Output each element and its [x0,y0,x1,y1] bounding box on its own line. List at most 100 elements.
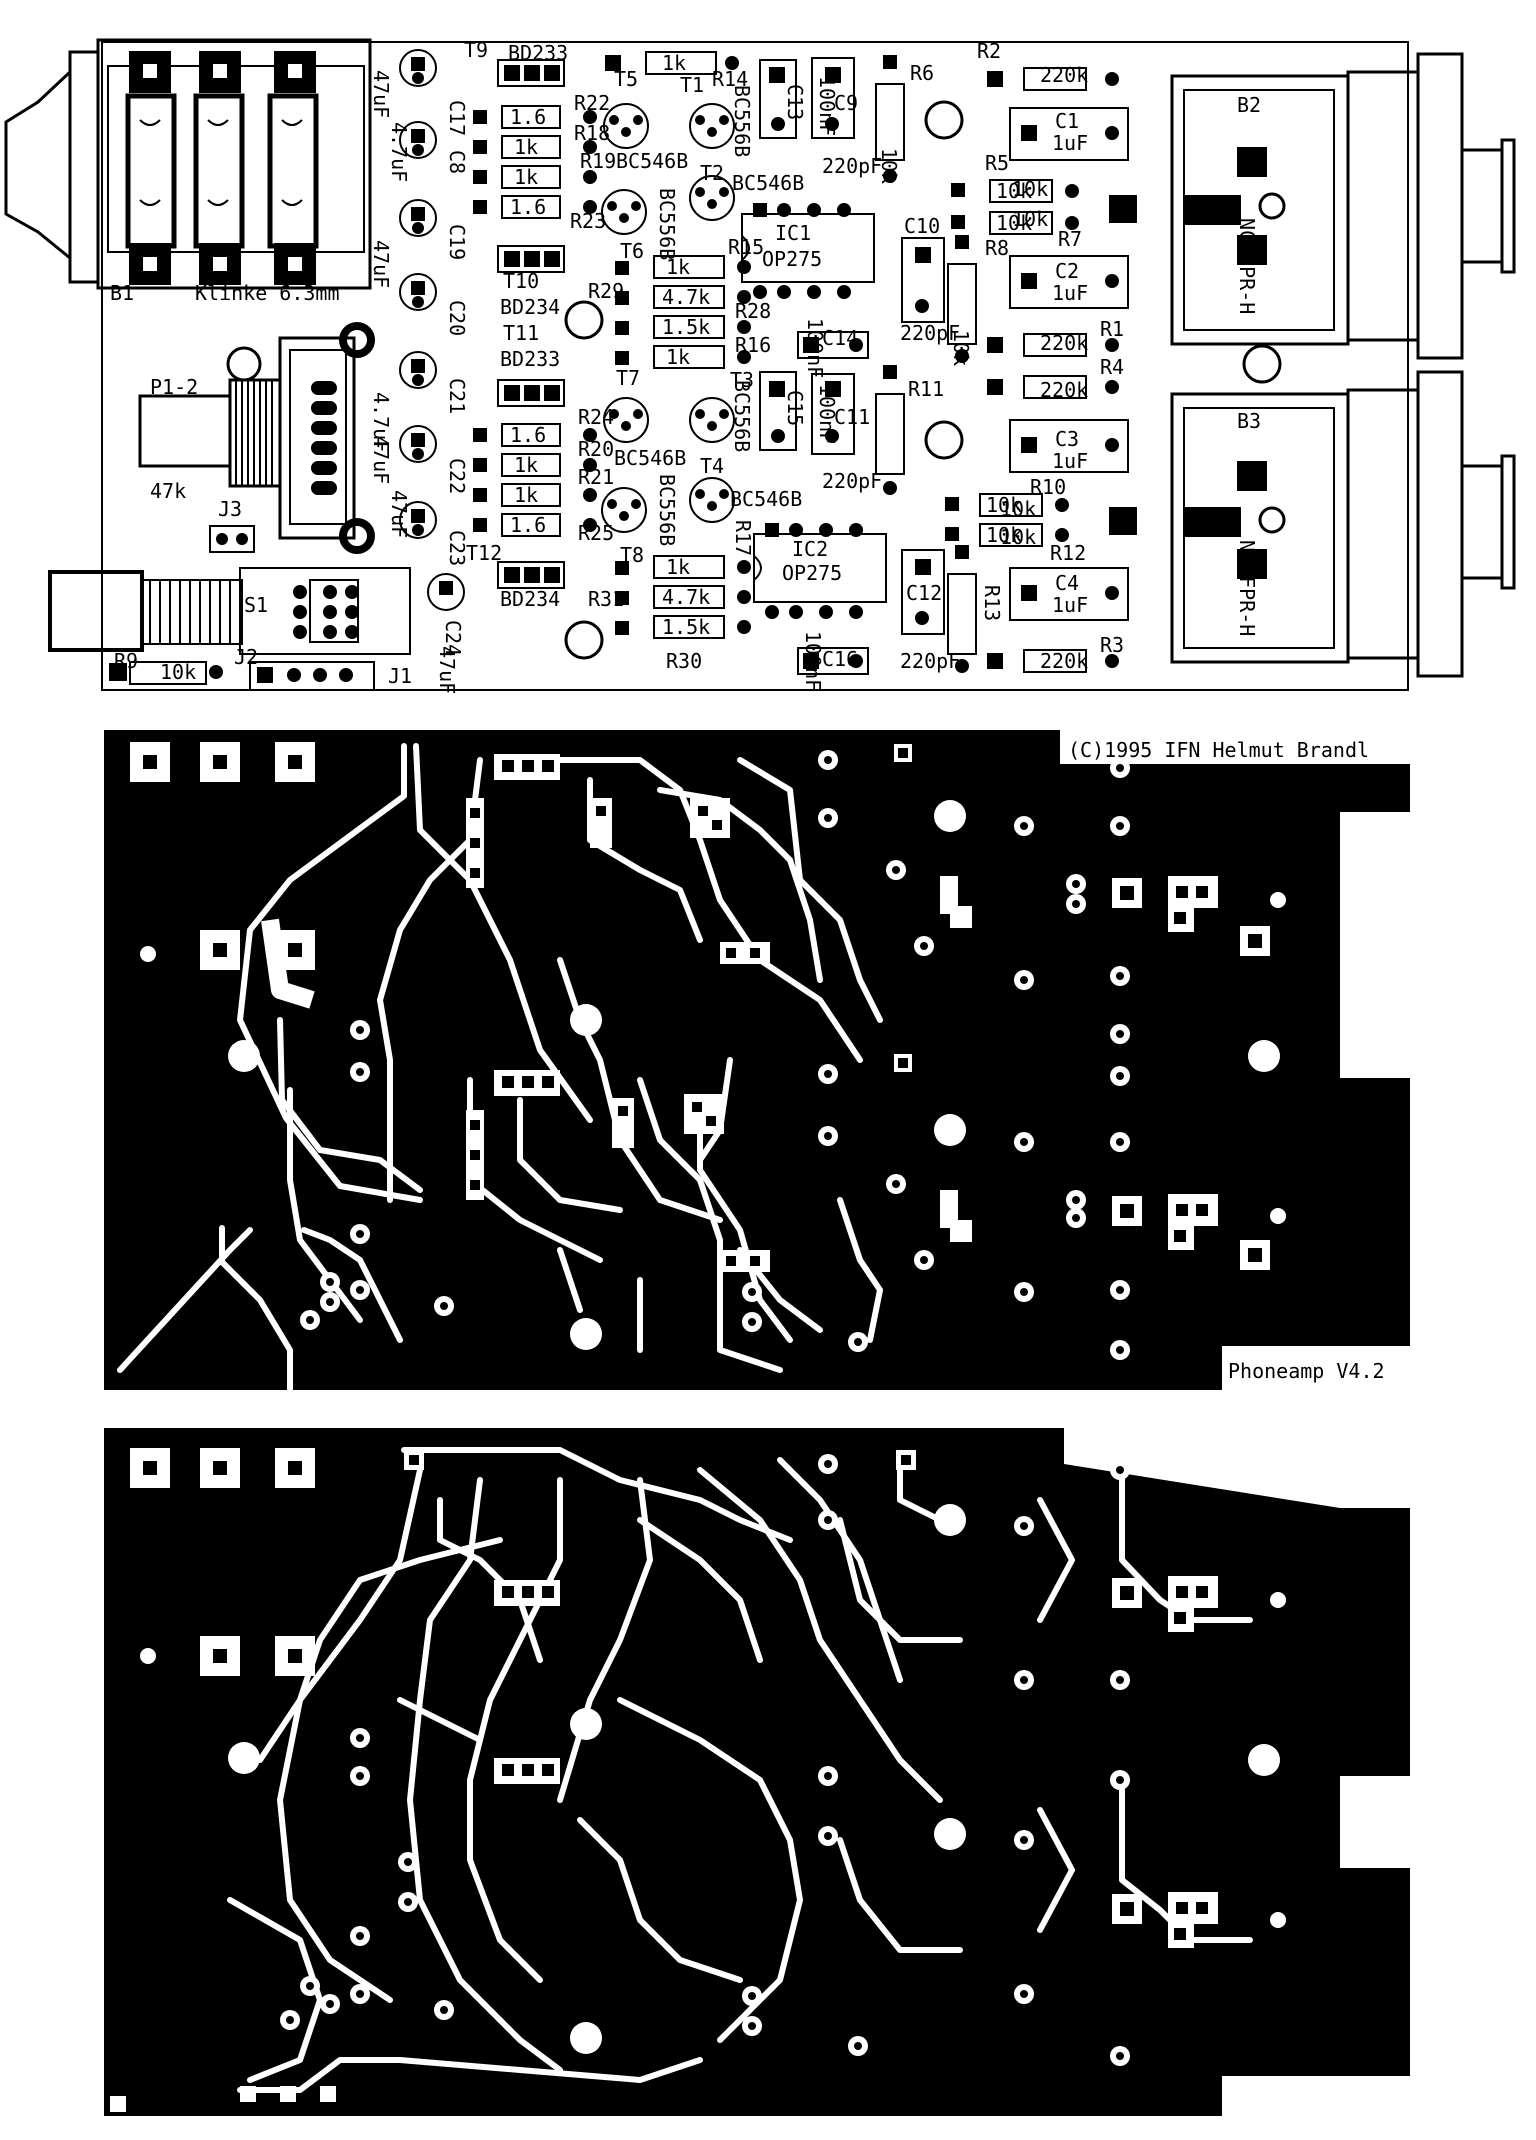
silk-label-c19: C19 [445,224,469,260]
silkscreen-panel [4,38,1516,691]
silk-label-c24: C24 [441,620,465,656]
silk-label-220pf: 220pF [822,154,882,178]
resistor-value-labels: 1k1.61k1k1.61k4.7k1.5k1k1.61k1k1.61k4.7k… [510,51,1032,639]
silk-label-r18: R18 [574,121,610,145]
silk-label-c1: C1 [1055,109,1079,133]
silk-label-b3: B3 [1237,409,1261,433]
resistor-value: 10k [949,330,973,366]
silk-label-r16: R16 [735,333,771,357]
silk-label-t7: T7 [616,366,640,390]
mounting-holes-silk [564,100,1282,660]
copper-layer-bottom [104,1428,1410,2116]
resistor-value: 1k [514,135,538,159]
silk-label-10k: 10k [1012,177,1048,201]
switch-s1 [48,567,411,655]
silk-label-c21: C21 [445,378,469,414]
silk-label-bd234: BD234 [500,295,560,319]
silk-label-r2: R2 [977,39,1001,63]
board-outline [101,41,1409,691]
silk-label-t6: T6 [620,239,644,263]
resistor-value: 1k [514,483,538,507]
silk-label-t11: T11 [503,321,539,345]
silk-label-r4: R4 [1100,355,1124,379]
silk-label-r15: R15 [728,235,764,259]
silk-label-c23: C23 [445,530,469,566]
silk-label-bc546b: BC546B [730,487,802,511]
silk-label-r20: R20 [578,437,614,461]
resistors-centre [605,51,751,639]
resistor-stack-lower [473,423,597,537]
silk-label-c2: C2 [1055,259,1079,283]
silk-label-c8: C8 [445,150,469,174]
silk-label-220k: 220k [1040,378,1088,402]
silk-label-op275: OP275 [762,247,822,271]
resistors-right [945,67,1119,673]
resistor-value: 1.5k [662,615,710,639]
resistor-value: 4.7k [662,585,710,609]
jumper-j3 [209,525,255,553]
silk-label-op275: OP275 [782,561,842,585]
silk-label-klinke-6-3mm: Klinke 6.3mm [195,281,340,305]
copyright-text: (C)1995 IFN Helmut Brandl [1068,738,1369,762]
opamp-ic2 [753,523,887,619]
silk-label-c20: C20 [445,300,469,336]
silk-label-j3: J3 [218,497,242,521]
silk-label-c3: C3 [1055,427,1079,451]
silk-label-b2: B2 [1237,93,1261,117]
resistor-value: 10k [986,523,1022,547]
resistor-value: 10k [877,148,901,184]
silk-label-r13: R13 [980,585,1004,621]
silk-label-r29: R29 [588,279,624,303]
silk-label-p1-2: P1-2 [150,375,198,399]
silk-label-r30: R30 [666,649,702,673]
silk-label-j1: J1 [388,664,412,688]
resistor-value: 10k [996,179,1032,203]
resistor-value: 1.6 [510,105,546,129]
silk-label-r5: R5 [985,151,1009,175]
silk-label-47uf: 47uF [369,240,393,288]
caps-right [1009,107,1129,621]
resistor-value: 1.6 [510,423,546,447]
silk-label-nc3fpr-h: NC3FPR-H [1235,218,1259,314]
resistor-value: 1.5k [662,315,710,339]
silk-label-t3: T3 [730,368,754,392]
copper-pour-top [104,730,1410,1390]
silk-label-r9: R9 [114,649,138,673]
silk-label-c17: C17 [445,100,469,136]
resistors-vertical [875,55,977,673]
silk-label-220pf: 220pF [822,469,882,493]
silk-label-t10: T10 [503,269,539,293]
resistor-value: 1k [666,555,690,579]
silk-label-220pf: 220pF [900,321,960,345]
resistor-value: 1k [514,453,538,477]
power-transistors [497,59,565,589]
silk-label-nc3fpr-h: NC3FPR-H [1235,540,1259,636]
silk-label-1uf: 1uF [1052,449,1088,473]
capacitor-column [399,49,465,611]
silk-label-t2: T2 [700,161,724,185]
silk-label-c11: C11 [834,405,870,429]
silk-label-bc546b: BC546B [732,171,804,195]
silk-label-b1: B1 [110,281,134,305]
silk-label-r6: R6 [910,61,934,85]
silk-label-bc556b: BC556B [655,188,679,260]
silk-label-r7: R7 [1058,227,1082,251]
silk-label-t5: T5 [614,67,638,91]
resistor-value: 4.7k [662,285,710,309]
silk-label-r3: R3 [1100,633,1124,657]
silk-label-c4: C4 [1055,571,1079,595]
silk-label-t4: T4 [700,454,724,478]
silk-label-c9: C9 [834,91,858,115]
silk-label-c10: C10 [904,214,940,238]
silk-label-c13: C13 [783,84,807,120]
silk-label-bd234: BD234 [500,587,560,611]
silk-label-c15: C15 [783,390,807,426]
silk-label-r12: R12 [1050,541,1086,565]
silk-label-r22: R22 [574,91,610,115]
silk-label-r25: R25 [578,521,614,545]
resistor-value: 10k [996,211,1032,235]
silk-label-c14: C14 [822,326,858,350]
silk-label-bd233: BD233 [508,41,568,65]
